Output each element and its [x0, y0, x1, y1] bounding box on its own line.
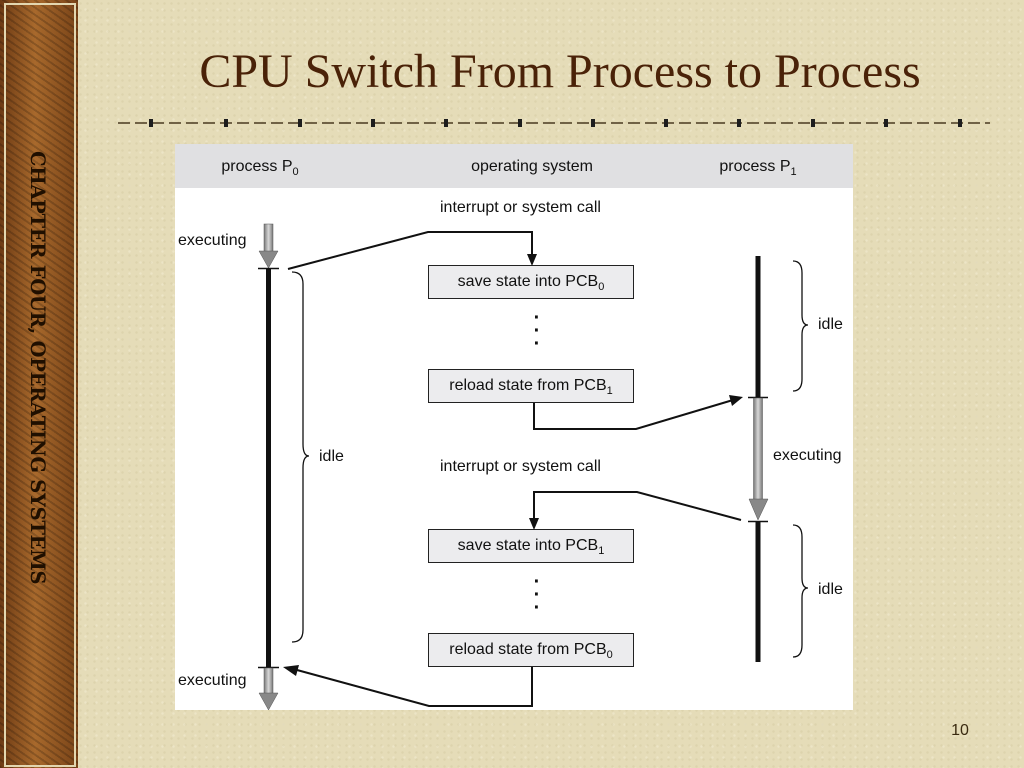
p1-idle-bottom-label: idle	[818, 581, 843, 598]
diagram-lines	[258, 223, 809, 710]
p1-idle-top-brace	[792, 260, 809, 392]
os-header: operating system	[471, 158, 593, 175]
process-p0-header: process P0	[221, 158, 299, 179]
p1-executing-arrow	[748, 397, 769, 521]
save-state-pcb0-box: save state into PCB0	[428, 265, 634, 299]
p0-idle-brace	[291, 271, 310, 643]
flow-reload1-to-p1	[533, 399, 734, 430]
sidebar-frame	[4, 3, 76, 767]
ellipsis-bottom: ···	[533, 571, 541, 619]
chapter-label: CHAPTER FOUR, OPERATING SYSTEMS	[26, 151, 49, 585]
reload-state-pcb0-box: reload state from PCB0	[428, 633, 634, 667]
p1-idle-top-label: idle	[818, 316, 843, 333]
ellipsis-top: ···	[533, 307, 541, 355]
p1-idle-bottom-brace	[792, 524, 809, 658]
slide-title: CPU Switch From Process to Process	[199, 45, 921, 98]
chapter-sidebar: CHAPTER FOUR, OPERATING SYSTEMS	[0, 0, 78, 768]
process-p1-header: process P1	[719, 158, 797, 179]
flow-p1-to-save1-head	[529, 518, 539, 530]
p0-executing-top-arrow	[258, 223, 279, 269]
p0-executing-bottom-arrow	[258, 667, 279, 710]
p0-executing-bottom-label: executing	[178, 672, 247, 689]
interrupt-label-top: interrupt or system call	[440, 199, 601, 216]
flow-reload1-to-p1-head	[729, 395, 743, 406]
title-divider	[118, 119, 990, 127]
reload-state-pcb1-box: reload state from PCB1	[428, 369, 634, 403]
p0-idle-label: idle	[319, 448, 344, 465]
flow-p0-to-save0	[287, 231, 533, 270]
flow-p0-to-save0-head	[527, 254, 537, 266]
flow-p1-to-save1	[533, 491, 742, 521]
diagram-header	[175, 144, 853, 188]
p1-executing-label: executing	[773, 447, 842, 464]
interrupt-label-bottom: interrupt or system call	[440, 458, 601, 475]
p0-executing-top-label: executing	[178, 232, 247, 249]
save-state-pcb1-box: save state into PCB1	[428, 529, 634, 563]
flow-reload0-to-p0-head	[283, 665, 299, 676]
context-switch-diagram: process P0 operating system process P1 i…	[175, 144, 853, 710]
flow-reload0-to-p0	[296, 667, 533, 707]
slide-number: 10	[951, 722, 969, 739]
